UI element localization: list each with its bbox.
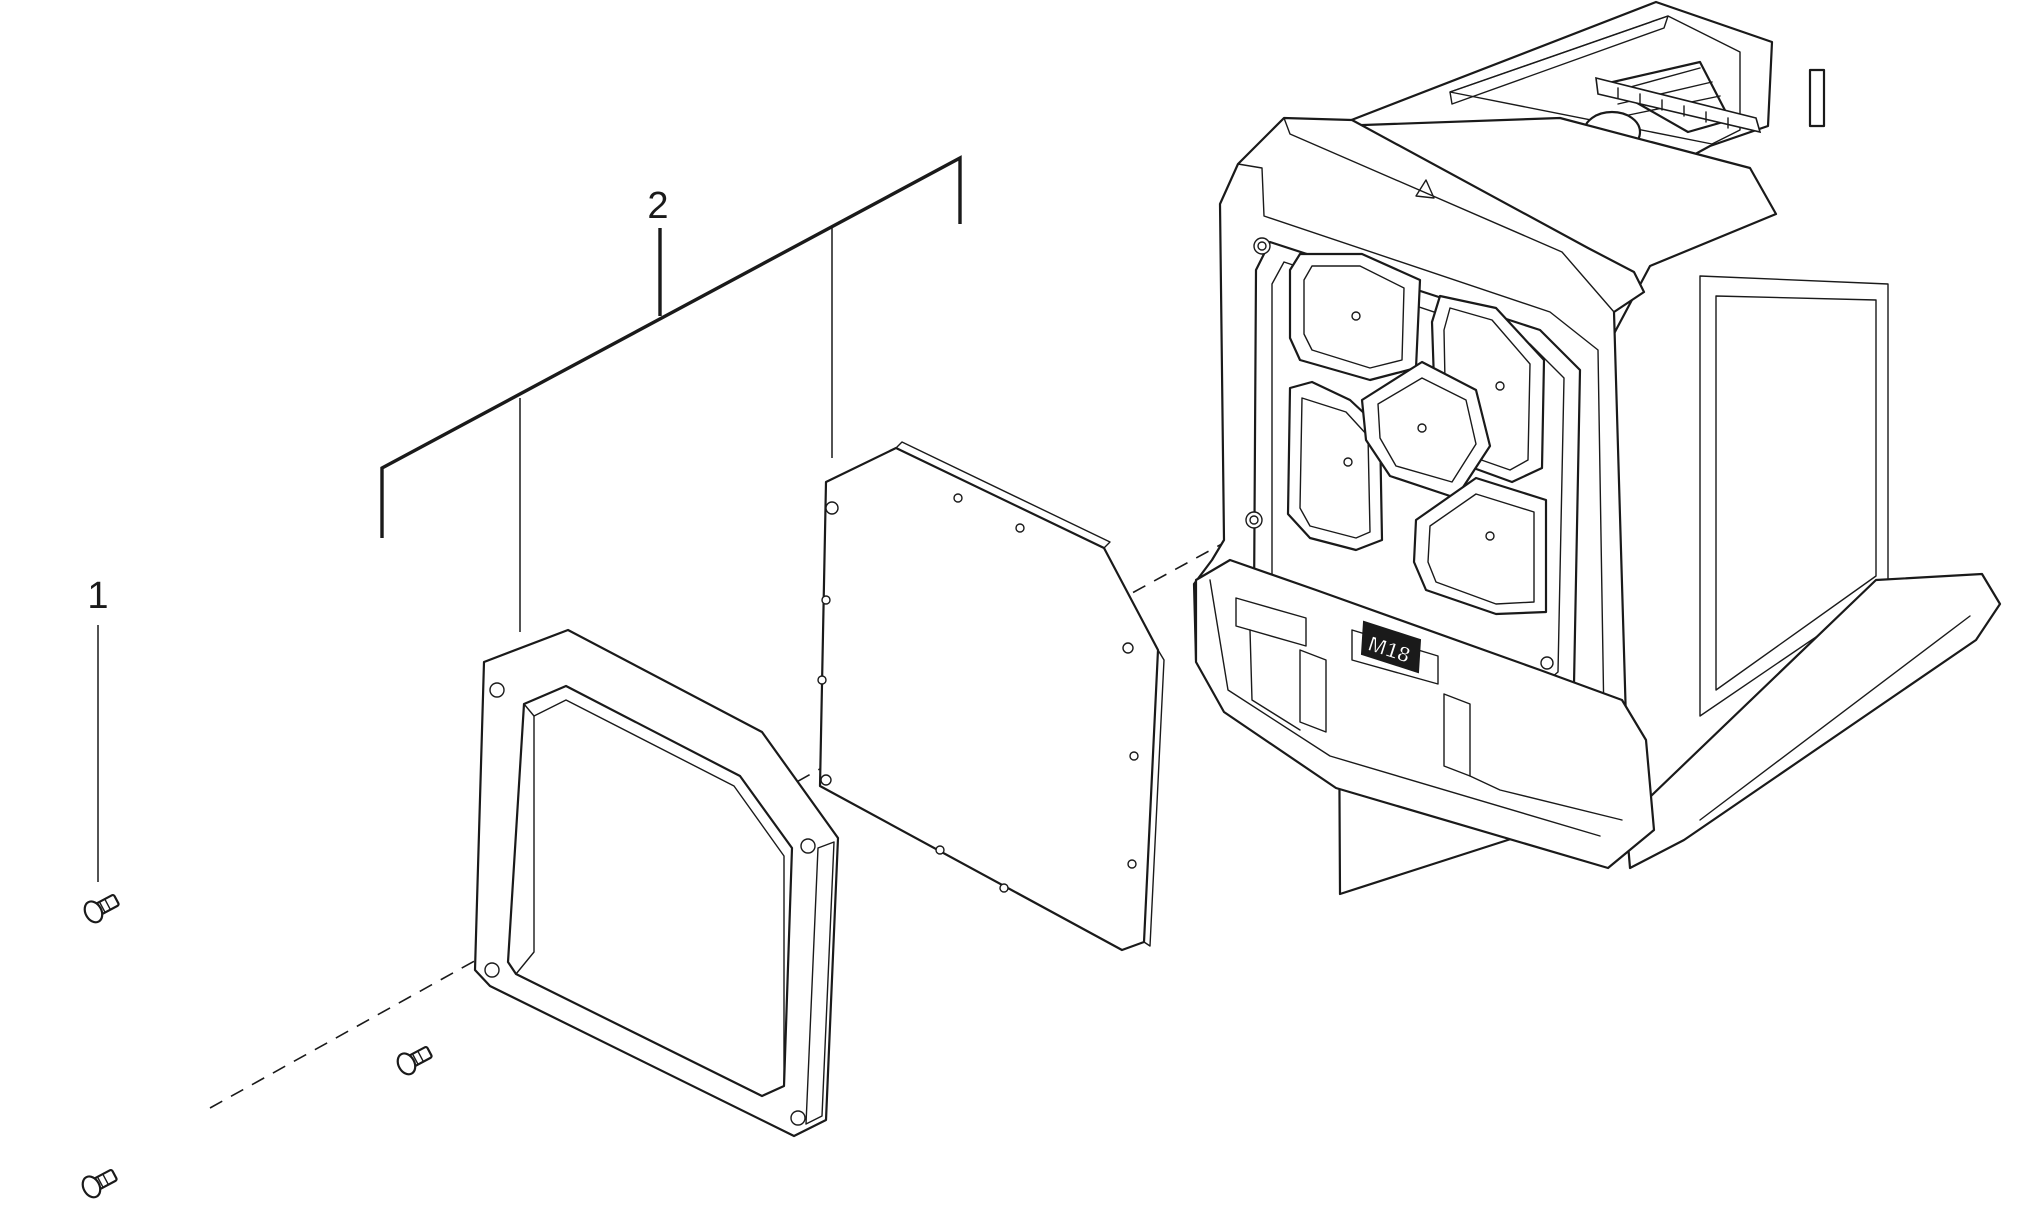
screw (396, 1045, 433, 1076)
callout-label-1: 1 (87, 575, 108, 617)
callout-bracket-part-2 (380, 155, 962, 632)
callout-label-2: 2 (647, 185, 668, 227)
screw (81, 1168, 118, 1199)
work-light-housing: M18 (1192, 0, 2002, 896)
brand-logo-mark (1595, 76, 1762, 134)
lens-gasket-frame (473, 628, 840, 1138)
lens-plate (817, 441, 1165, 952)
screw (83, 893, 120, 924)
